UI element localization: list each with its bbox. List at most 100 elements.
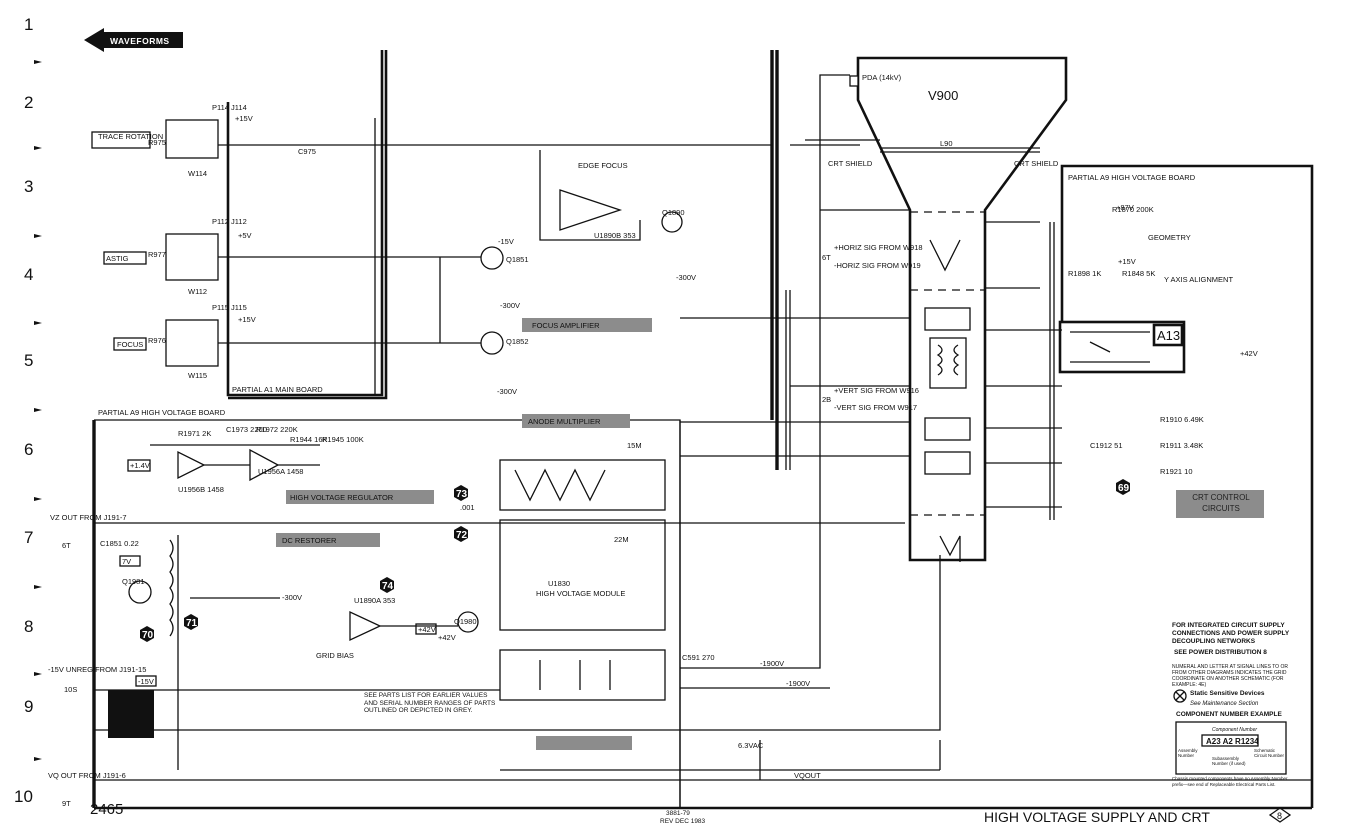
svg-text:P115 J115: P115 J115 [212,303,247,312]
trace-rotation-label: TRACE ROTATION [98,132,163,141]
r1911-label: R1911 3.48K [1160,441,1203,450]
focus-control[interactable]: FOCUS R976 [113,319,219,367]
static-sensitive-icon [1173,689,1187,703]
q1852-label: Q1852 [506,337,529,346]
waveform-marker[interactable]: 69 [1116,479,1130,495]
waveform-marker[interactable]: 70 [140,626,154,642]
q1980-label: Q1980 [454,617,477,626]
waveform-marker[interactable]: 74 [380,577,394,593]
svg-text:-300V: -300V [282,593,302,602]
trace-rotation-control[interactable]: TRACE ROTATION R975 [91,119,219,159]
schematic-caption: Schematic Circuit Number [1254,748,1285,758]
dc-restorer: DC RESTORER Q1981 7V -300V C1851 0.22 [100,533,380,770]
u1830-desc: HIGH VOLTAGE MODULE [536,589,625,598]
c1973-label: C1973 2200 [226,425,267,434]
r1971-label: R1971 2K [178,429,211,438]
r1910-label: R1910 6.49K [1160,415,1204,424]
r1848-label: R1848 5K [1122,269,1155,278]
svg-text:70: 70 [142,630,154,641]
vz-out-signal: VZ OUT FROM J191-7 [50,513,127,522]
example-code: A23 A2 R1234 [1206,737,1259,746]
svg-text:-300V: -300V [500,301,520,310]
dm-22-label: 22M [614,535,629,544]
hv-regulator: HIGH VOLTAGE REGULATOR U1956A 1458 U1956… [127,425,434,504]
astig-label: ASTIG [106,254,129,263]
svg-text:+87V: +87V [1116,203,1134,212]
row-number: 4 [24,265,33,284]
svg-text:-300V: -300V [497,387,517,396]
svg-text:72: 72 [456,530,468,541]
svg-text:R977: R977 [148,250,166,259]
waveform-marker[interactable]: 72 [454,526,468,542]
parts-list-note: SEE PARTS LIST FOR EARLIER VALUES AND SE… [364,692,495,714]
q1852 [480,331,504,355]
q1890 [661,211,683,233]
r1972-label: R1972 220K [256,425,298,434]
row-number: 6 [24,440,33,459]
svg-text:W114: W114 [188,169,207,178]
c591-label: C591 270 [682,653,715,662]
svg-text:74: 74 [382,581,394,592]
unreg-signal: -15V UNREG FROM J191-15 [48,665,146,674]
row-index: 1 2 3 4 5 6 7 8 9 10 [14,15,42,806]
anode-multiplier-label: ANODE MULTIPLIER [528,417,601,426]
crt-v900: V900 L90 PDA (14kV) CRT SHIELD CRT SHIEL… [828,56,1068,562]
u1890b [559,189,623,231]
vq-out-signal: VQ OUT FROM J191-6 [48,771,126,780]
q1981 [128,580,152,604]
svg-text:W112: W112 [188,287,207,296]
q1851-label: Q1851 [506,255,529,264]
row-number: 5 [24,351,33,370]
q1981-label: Q1981 [122,577,145,586]
board-a13: A13 [1058,320,1186,374]
u1956b-label: U1956B 1458 [178,485,224,494]
r-15m-label: 15M [627,441,642,450]
svg-text:+42V: +42V [418,625,436,634]
r1945-label: R1945 100K [322,435,364,444]
focus-amplifier: FOCUS AMPLIFIER Q1851 Q1852 -300V -300V … [439,150,696,396]
grid-bias-circuit: U1890A 353 Q1980 GRID BIAS +42V +42V [316,596,479,660]
r1898-label: R1898 1K [1068,269,1101,278]
pda-label: PDA (14kV) [862,73,902,82]
chassis-note: Chassis mounted components have no Assem… [1172,776,1288,787]
vert-neg-signal: -VERT SIG FROM W917 [834,403,917,412]
y-axis-label: Y AXIS ALIGNMENT [1164,275,1233,284]
svg-text:71: 71 [186,618,198,629]
diagram-number: 8 [1277,811,1282,821]
title-block: 2465 3881-79 REV DEC 1983 HIGH VOLTAGE S… [90,801,1292,825]
crt-v900-label: V900 [928,88,958,103]
waveform-marker[interactable]: 71 [184,614,198,630]
svg-text:+15V: +15V [238,315,256,324]
crt-shield-left: CRT SHIELD [828,159,873,168]
crt-control-circuits: CRT CONTROL CIRCUITS [1176,490,1264,518]
waveforms-link[interactable]: WAVEFORMS [84,28,183,52]
r1944-label: R1944 16K [290,435,328,444]
svg-text:P112 J112: P112 J112 [212,217,247,226]
r1870-label: R1870 200K [1112,205,1154,214]
component-number-caption: Component Number [1212,727,1257,733]
board-a1-outline: PARTIAL A1 MAIN BOARD [226,50,388,400]
crt-control-label: CRT CONTROL CIRCUITS [1192,493,1250,513]
waveform-markers[interactable]: 70 71 72 73 74 69 [140,479,1130,642]
model-number: 2465 [90,801,123,818]
waveform-marker[interactable]: 73 [454,485,468,501]
numeral-note: NUMERAL AND LETTER AT SIGNAL LINES TO OR… [1172,664,1288,688]
svg-text:7V: 7V [122,557,131,566]
svg-text:R976: R976 [148,336,166,345]
svg-text:+42V: +42V [1240,349,1258,358]
q1980 [457,611,479,633]
board-a1-label: PARTIAL A1 MAIN BOARD [232,385,323,394]
astig-control[interactable]: ASTIG R977 [103,233,219,281]
subassembly-caption: Subassembly Number (if used) [1212,756,1246,766]
q1890-label: Q1890 [662,208,685,217]
crt-shield-right: CRT SHIELD [1014,159,1059,168]
grid-bias-label: GRID BIAS [316,651,354,660]
u1830-label: U1830 [548,579,570,588]
svg-text:VQOUT: VQOUT [794,771,821,780]
u1890a-label: U1890A 353 [354,596,395,605]
svg-text:9T: 9T [62,799,71,808]
row-number: 1 [24,15,33,34]
waveforms-label: WAVEFORMS [110,36,170,46]
row-number: 10 [14,787,33,806]
